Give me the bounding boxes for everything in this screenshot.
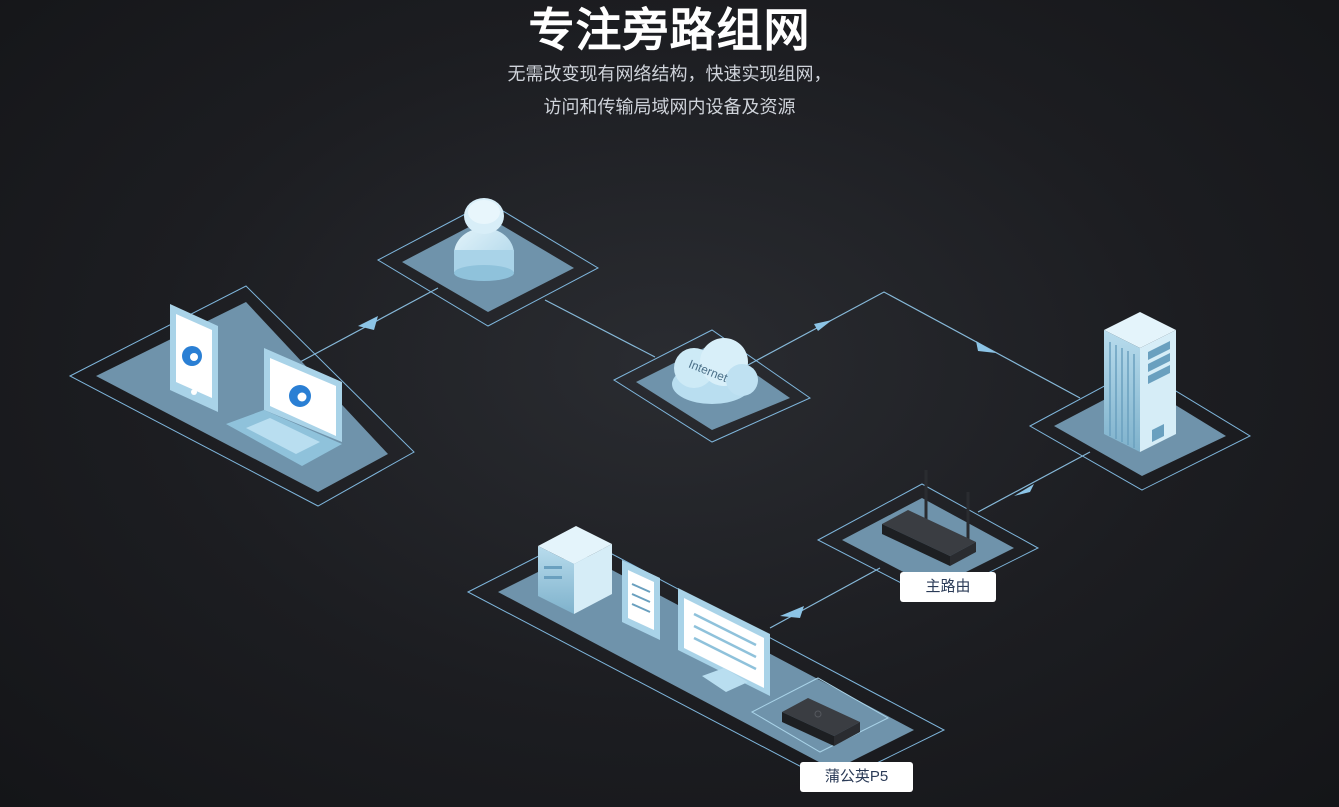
router-icon: [882, 470, 976, 566]
router-platform: [816, 470, 1040, 601]
main-router-label: 主路由: [900, 572, 996, 602]
phone-icon: [622, 560, 660, 640]
arrow-icon: [814, 320, 832, 331]
pc-tower-icon: [538, 526, 612, 614]
p5-label: 蒲公英P5: [800, 762, 913, 792]
server-tower-icon: [1104, 312, 1176, 452]
connection-lines: [299, 287, 1091, 629]
line-cloud-server: [747, 291, 1081, 399]
p5-box-icon: [782, 698, 860, 746]
p5-zone: [750, 677, 890, 753]
tablet-icon: [170, 304, 218, 412]
cloud-platform: Internet: [612, 329, 812, 443]
lan-platform: [466, 526, 946, 785]
cloud-icon: Internet: [672, 338, 758, 404]
line-router-lan: [769, 567, 881, 629]
arrows: [358, 316, 1034, 618]
line-user-cloud: [544, 299, 656, 358]
laptop-icon: [226, 348, 342, 466]
user-icon: [454, 198, 514, 281]
page-title: 专注旁路组网: [528, 4, 811, 56]
subtitle-line-2: 访问和传输局域网内设备及资源: [543, 97, 796, 117]
arrow-icon: [1014, 484, 1034, 496]
arrow-icon: [976, 341, 996, 353]
server-platform: [1028, 312, 1252, 491]
monitor-icon: [678, 588, 770, 696]
client-platform: [68, 285, 415, 507]
line-server-router: [977, 451, 1091, 513]
arrow-icon: [780, 606, 804, 618]
subtitle-line-1: 无需改变现有网络结构，快速实现组网，: [507, 64, 832, 84]
user-platform: [376, 198, 600, 327]
arrow-icon: [358, 316, 378, 330]
